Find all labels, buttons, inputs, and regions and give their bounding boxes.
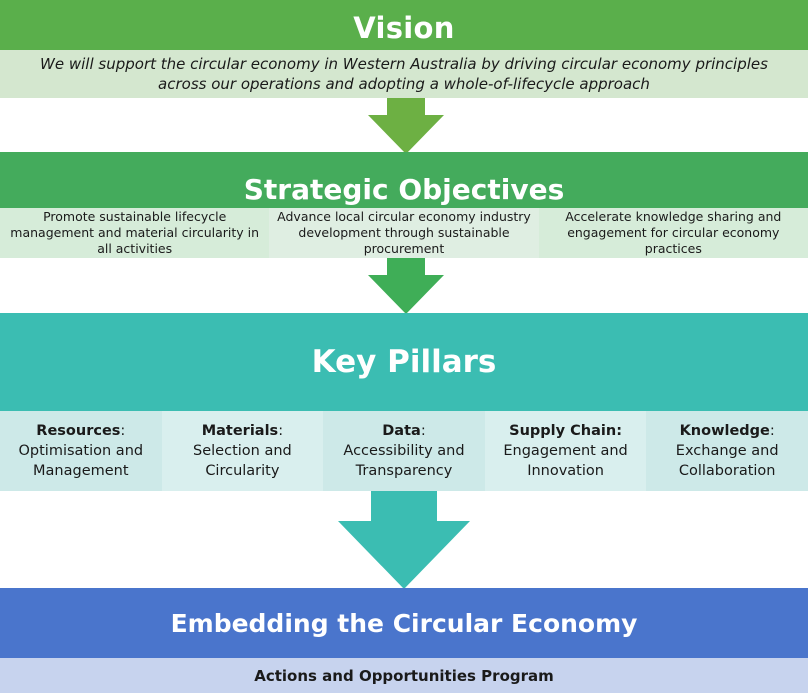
pillar-resources: Resources: Optimisation and Management <box>0 411 162 491</box>
pillar-line: Selection and <box>193 443 292 459</box>
pillar-supply-chain: Supply Chain: Engagement and Innovation <box>484 411 647 491</box>
pillar-data: Data: Accessibility and Transparency <box>323 411 485 491</box>
pillar-suffix: : <box>278 423 284 439</box>
key-pillars-row: Resources: Optimisation and Management M… <box>0 411 808 491</box>
pillar-line: Transparency <box>355 463 453 479</box>
pillar-knowledge: Knowledge: Exchange and Collaboration <box>646 411 808 491</box>
pillar-materials: Materials: Selection and Circularity <box>161 411 324 491</box>
embedding-subtitle-band: Actions and Opportunities Program <box>0 658 808 693</box>
flow-arrow-pillars-to-embedding <box>338 491 470 589</box>
objective-item: Accelerate knowledge sharing and engagem… <box>538 208 808 258</box>
embedding-subtitle: Actions and Opportunities Program <box>254 666 554 685</box>
pillar-line: Collaboration <box>678 463 776 479</box>
pillar-line: Engagement and <box>503 443 628 459</box>
pillar-suffix: : <box>120 423 126 439</box>
pillar-line: Optimisation and <box>18 443 144 459</box>
pillar-line: Accessibility and <box>343 443 465 459</box>
key-pillars-title: Key Pillars <box>311 344 497 380</box>
pillar-suffix: : <box>420 423 426 439</box>
strategic-objectives-row: Promote sustainable lifecycle management… <box>0 208 808 258</box>
pillar-name: Supply Chain: <box>509 423 622 439</box>
flow-arrow-objectives-to-pillars <box>368 258 444 314</box>
vision-header: Vision <box>0 0 808 50</box>
pillar-name: Data <box>382 423 421 439</box>
embedding-header: Embedding the Circular Economy <box>0 588 808 658</box>
strategic-objectives-header: Strategic Objectives <box>0 152 808 208</box>
pillar-line: Innovation <box>527 463 604 479</box>
vision-statement-band: We will support the circular economy in … <box>0 50 808 98</box>
embedding-title: Embedding the Circular Economy <box>170 608 638 638</box>
strategic-objectives-title: Strategic Objectives <box>243 173 565 206</box>
pillar-name: Materials <box>201 423 279 439</box>
vision-statement: We will support the circular economy in … <box>40 55 768 93</box>
pillar-name: Resources <box>36 423 121 439</box>
vision-title: Vision <box>353 11 455 45</box>
pillar-line: Management <box>33 463 129 479</box>
key-pillars-header: Key Pillars <box>0 313 808 411</box>
flow-arrow-vision-to-objectives <box>368 98 444 154</box>
objective-item: Advance local circular economy industry … <box>269 208 539 258</box>
pillar-line: Circularity <box>205 463 280 479</box>
pillar-name: Knowledge <box>679 423 770 439</box>
objective-item: Promote sustainable lifecycle management… <box>0 208 270 258</box>
pillar-suffix: : <box>769 423 775 439</box>
pillar-line: Exchange and <box>675 443 779 459</box>
